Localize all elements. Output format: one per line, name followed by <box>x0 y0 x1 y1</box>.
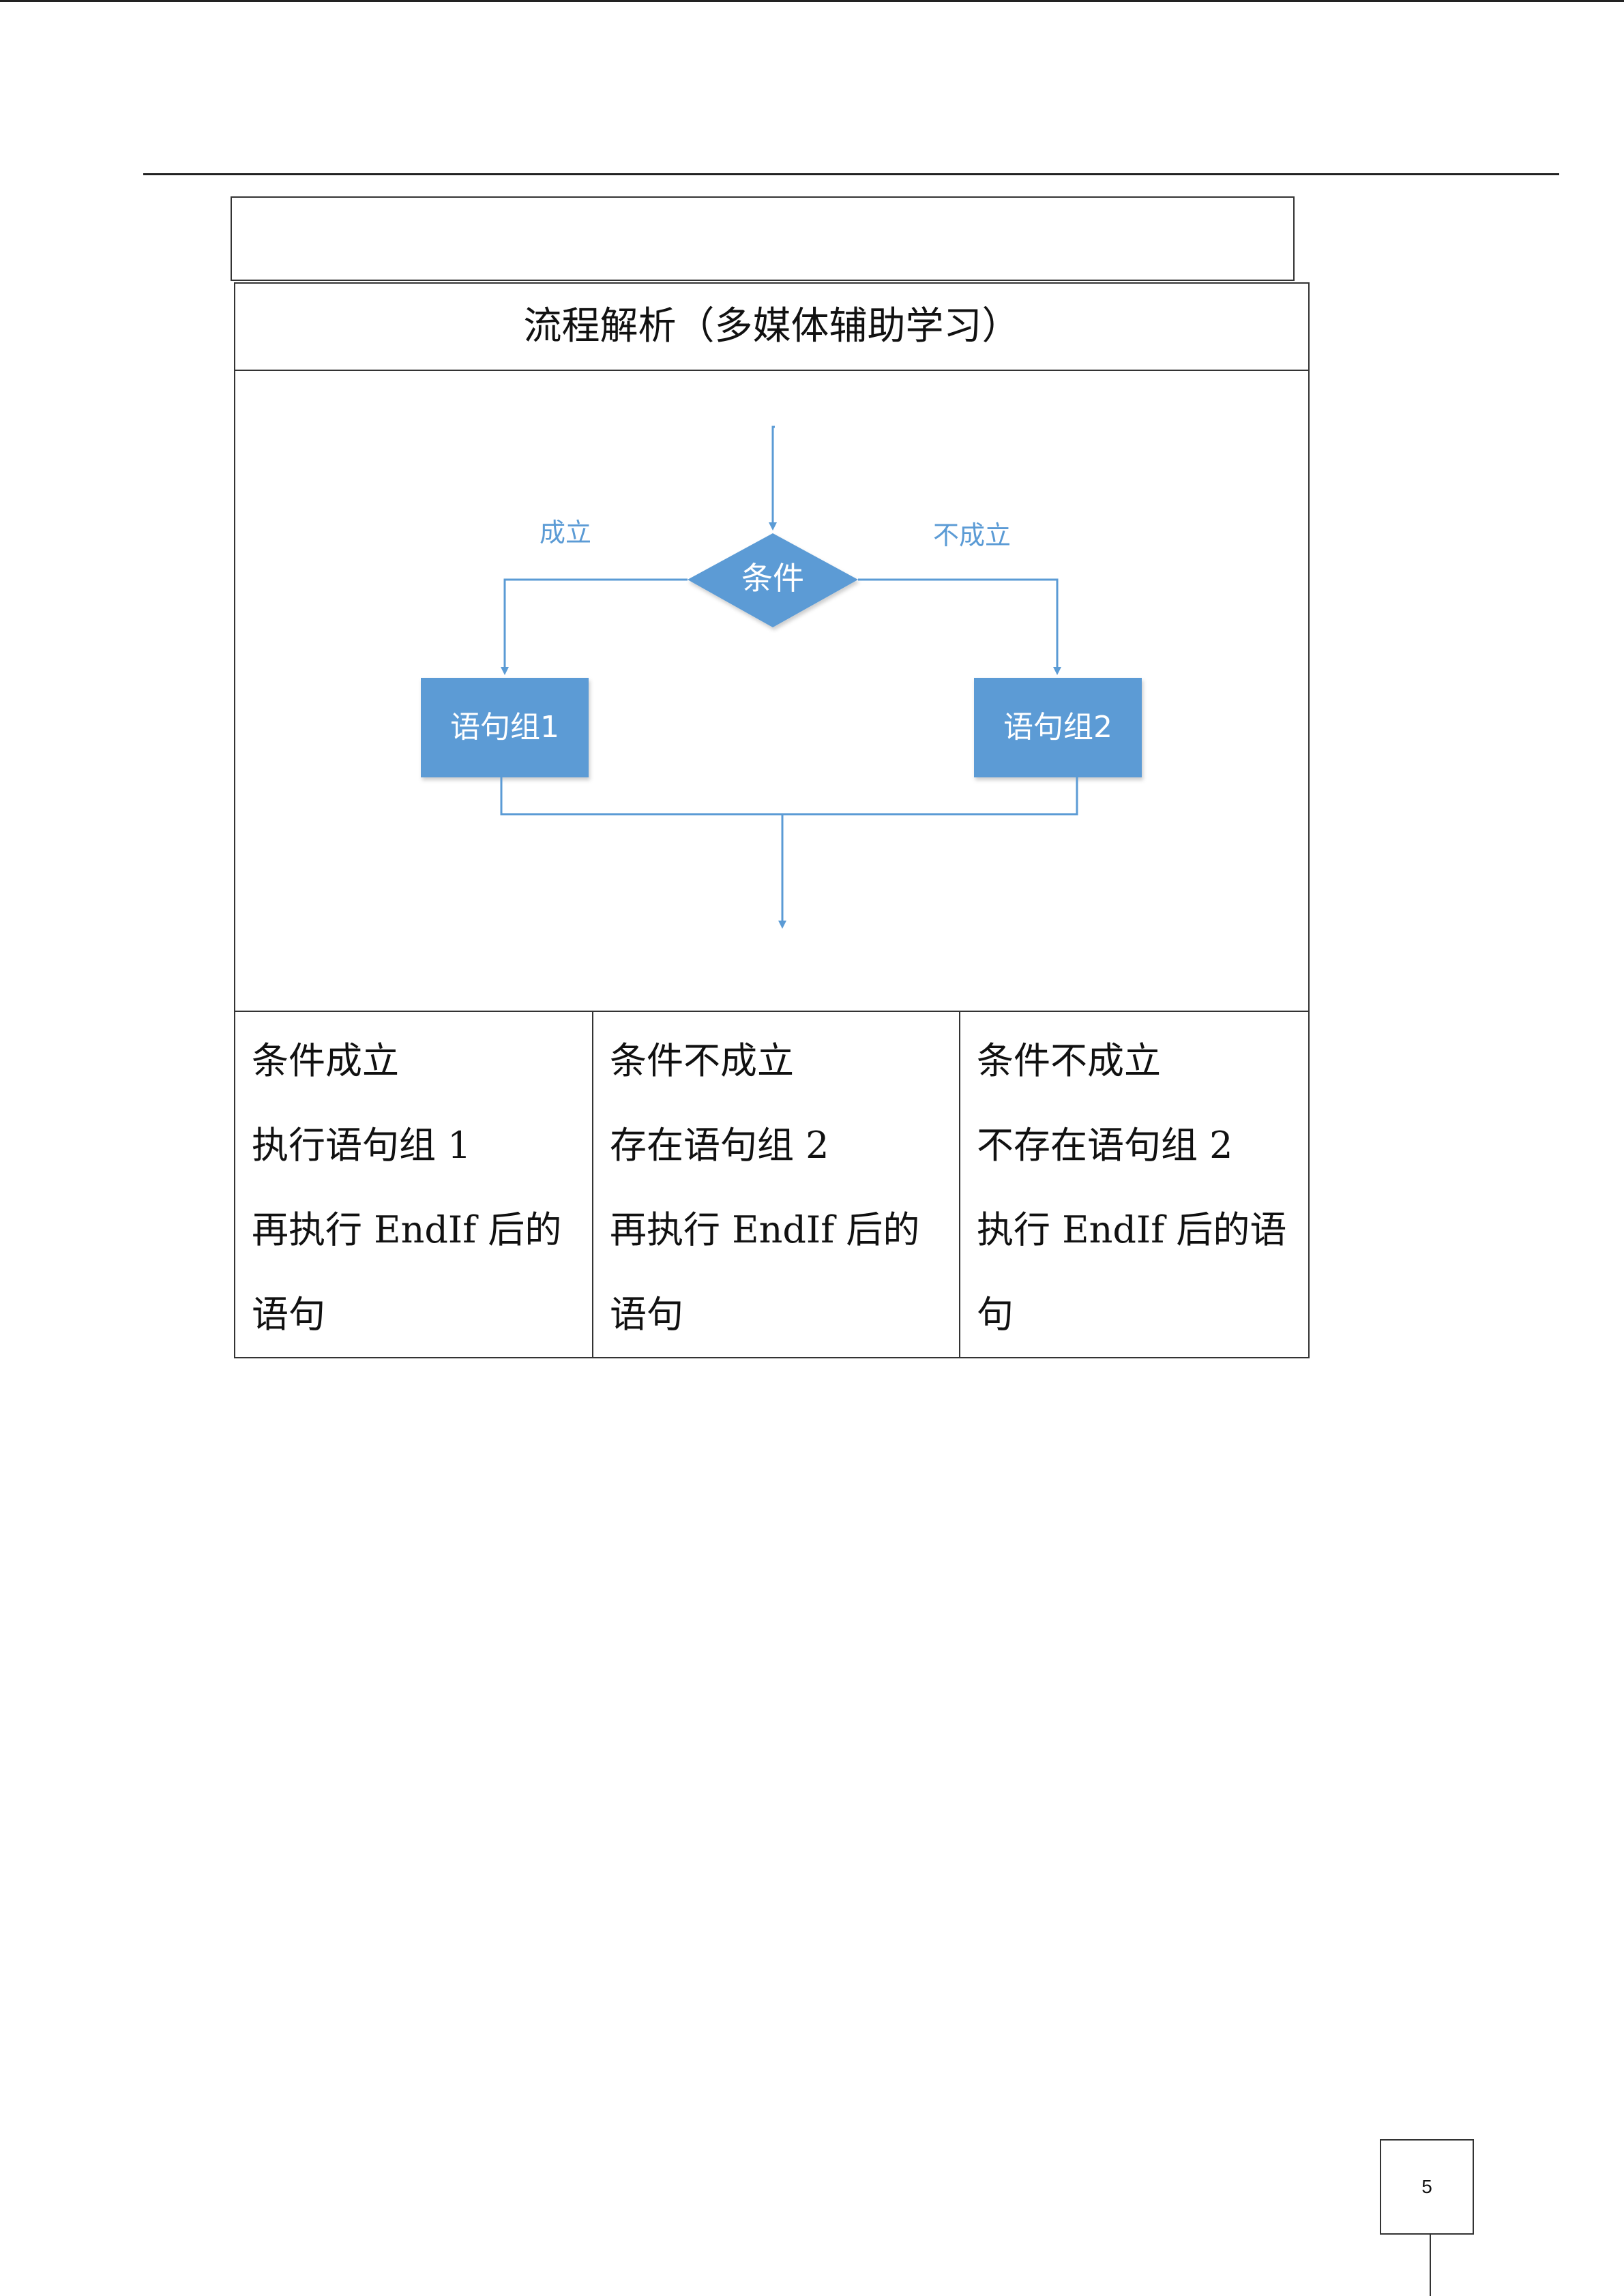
statement-block-2 <box>974 678 1142 777</box>
page-number: 5 <box>1380 2139 1474 2235</box>
condition-diamond <box>688 533 858 627</box>
page-number-stem <box>1430 2235 1431 2296</box>
empty-header-box <box>231 196 1295 281</box>
flow-analysis-table: 流程解析（多媒体辅助学习） 条件 成立 <box>233 282 1310 1358</box>
case-line: 再执行 EndIf 后的 <box>252 1208 562 1251</box>
true-branch-label: 成立 <box>540 518 591 548</box>
false-branch-connector <box>858 578 1061 675</box>
merge-connector <box>500 777 1078 816</box>
case-line: 执行 EndIf 后的语 <box>977 1208 1287 1251</box>
case-line: 语句 <box>252 1293 325 1336</box>
true-branch-connector <box>501 578 688 675</box>
statement-block-1-label: 语句组1 <box>450 710 559 745</box>
flowchart-cell: 条件 成立 不成立 语句组1 语句组2 <box>233 370 1310 1012</box>
case-line: 条件成立 <box>252 1039 399 1082</box>
page-number-label: 5 <box>1421 2176 1432 2197</box>
page-top-border <box>0 0 1624 2</box>
flowchart-diagram: 条件 成立 不成立 语句组1 语句组2 <box>421 426 1142 929</box>
case-line: 再执行 EndIf 后的 <box>610 1208 920 1251</box>
case-line: 不存在语句组 2 <box>977 1124 1233 1167</box>
case-line: 句 <box>977 1293 1014 1336</box>
case-line: 存在语句组 2 <box>610 1124 829 1167</box>
case-cell-false-with-block2: 条件不成立 存在语句组 2 再执行 EndIf 后的 语句 <box>592 1011 960 1358</box>
statement-block-1 <box>421 678 589 777</box>
condition-label: 条件 <box>741 560 804 597</box>
statement-block-2-label: 语句组2 <box>1003 710 1112 745</box>
case-line: 语句 <box>610 1293 683 1336</box>
case-line: 条件不成立 <box>977 1039 1161 1082</box>
entry-connector <box>769 426 777 531</box>
case-cell-true: 条件成立 执行语句组 1 再执行 EndIf 后的 语句 <box>234 1011 593 1358</box>
false-branch-label: 不成立 <box>933 520 1011 550</box>
case-line: 条件不成立 <box>610 1039 794 1082</box>
case-cell-false-without-block2: 条件不成立 不存在语句组 2 执行 EndIf 后的语 句 <box>958 1011 1310 1358</box>
header-rule <box>143 173 1559 175</box>
section-title: 流程解析（多媒体辅助学习） <box>233 282 1310 371</box>
case-line: 执行语句组 1 <box>252 1124 471 1167</box>
